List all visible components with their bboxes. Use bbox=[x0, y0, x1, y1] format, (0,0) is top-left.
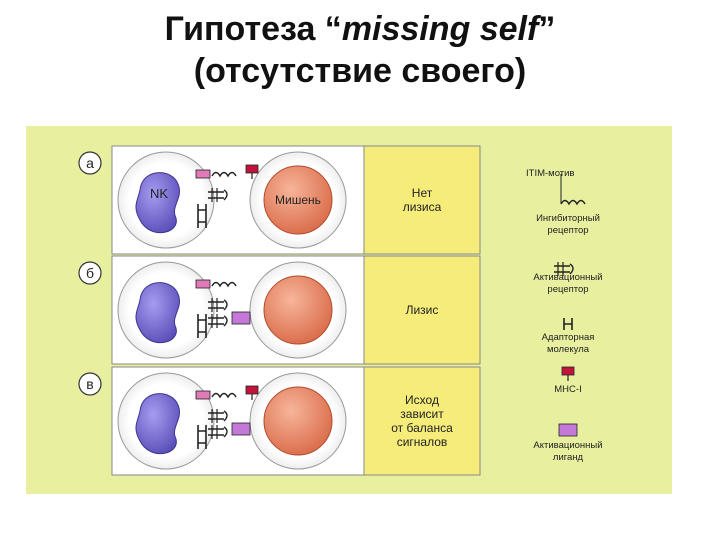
outcome-text: от баланса bbox=[391, 421, 453, 435]
inhibitory-receptor-icon bbox=[195, 390, 211, 400]
outcome-text: Исход bbox=[405, 393, 439, 407]
title-line-1: Гипотеза “missing self” bbox=[164, 10, 556, 48]
itim-motif-icon bbox=[560, 199, 586, 206]
legend-item: MHC-I bbox=[554, 366, 582, 395]
row-letter: в bbox=[86, 376, 93, 392]
itim-motif-icon bbox=[211, 281, 237, 288]
row-outcome-panel bbox=[363, 145, 481, 255]
adaptor-molecule-icon bbox=[563, 318, 573, 330]
activating-ligand-icon bbox=[231, 422, 251, 436]
activating-receptor-icon bbox=[208, 188, 228, 202]
activating-receptor-icon bbox=[208, 298, 228, 312]
target-cell-label: Мишень bbox=[275, 193, 321, 207]
adaptor-molecule-icon bbox=[197, 204, 207, 216]
adaptor-molecule-icon bbox=[197, 314, 207, 326]
legend-text: ITIM-мотив bbox=[526, 168, 574, 179]
activating-ligand-icon bbox=[558, 423, 578, 437]
legend-text: Адапторная bbox=[542, 332, 595, 343]
slide-title: Гипотеза “missing self” (отсутствие свое… bbox=[0, 8, 720, 92]
outcome-text: Лизис bbox=[406, 303, 439, 317]
legend-text: Ингибиторный bbox=[536, 213, 600, 224]
outcome-text: лизиса bbox=[403, 200, 442, 214]
nk-cell-label: NK bbox=[150, 186, 168, 201]
itim-motif-icon bbox=[211, 392, 237, 399]
row-letter: б bbox=[86, 265, 94, 281]
row-letter-badge bbox=[78, 151, 102, 175]
mhc-i-icon bbox=[245, 164, 259, 179]
row-letter-badge bbox=[78, 372, 102, 396]
adaptor-molecule-icon bbox=[197, 216, 207, 228]
activating-receptor-icon bbox=[208, 425, 228, 439]
outcome-text: сигналов bbox=[397, 435, 448, 449]
legend-text: MHC-I bbox=[554, 384, 581, 395]
legend-text: Активационный bbox=[533, 272, 602, 283]
activating-receptor-icon bbox=[208, 409, 228, 423]
adaptor-molecule-icon bbox=[197, 326, 207, 338]
adaptor-molecule-icon bbox=[197, 437, 207, 449]
nk-cell-nucleus bbox=[135, 393, 180, 455]
legend-text: рецептор bbox=[547, 284, 588, 295]
outcome-text: Нет bbox=[412, 186, 433, 200]
mhc-i-icon bbox=[245, 385, 259, 400]
legend-text: рецептор bbox=[547, 225, 588, 236]
activating-receptor-icon bbox=[554, 262, 574, 276]
outcome-text: зависит bbox=[400, 407, 444, 421]
target-cell-nucleus bbox=[263, 165, 333, 235]
legend-text: молекула bbox=[547, 344, 590, 355]
legend-text: лиганд bbox=[553, 452, 584, 463]
activating-receptor-icon bbox=[208, 314, 228, 328]
target-cell-nucleus bbox=[263, 386, 333, 456]
legend-item: ITIM-мотив bbox=[526, 168, 586, 206]
title-line-2: (отсутствие своего) bbox=[193, 52, 527, 90]
legend-text: Активационный bbox=[533, 440, 602, 451]
adaptor-molecule-icon bbox=[197, 425, 207, 437]
row-letter: а bbox=[86, 155, 94, 171]
nk-cell-nucleus bbox=[135, 282, 180, 344]
activating-ligand-icon bbox=[231, 311, 251, 325]
inhibitory-receptor-icon bbox=[195, 169, 211, 179]
row-outcome-panel bbox=[363, 366, 481, 476]
nk-cell-nucleus bbox=[135, 172, 180, 234]
mhc-i-icon bbox=[561, 366, 575, 381]
row-outcome-panel bbox=[363, 255, 481, 365]
target-cell-nucleus bbox=[263, 275, 333, 345]
row-letter-badge bbox=[78, 261, 102, 285]
inhibitory-receptor-icon bbox=[195, 279, 211, 289]
itim-motif-icon bbox=[211, 171, 237, 178]
